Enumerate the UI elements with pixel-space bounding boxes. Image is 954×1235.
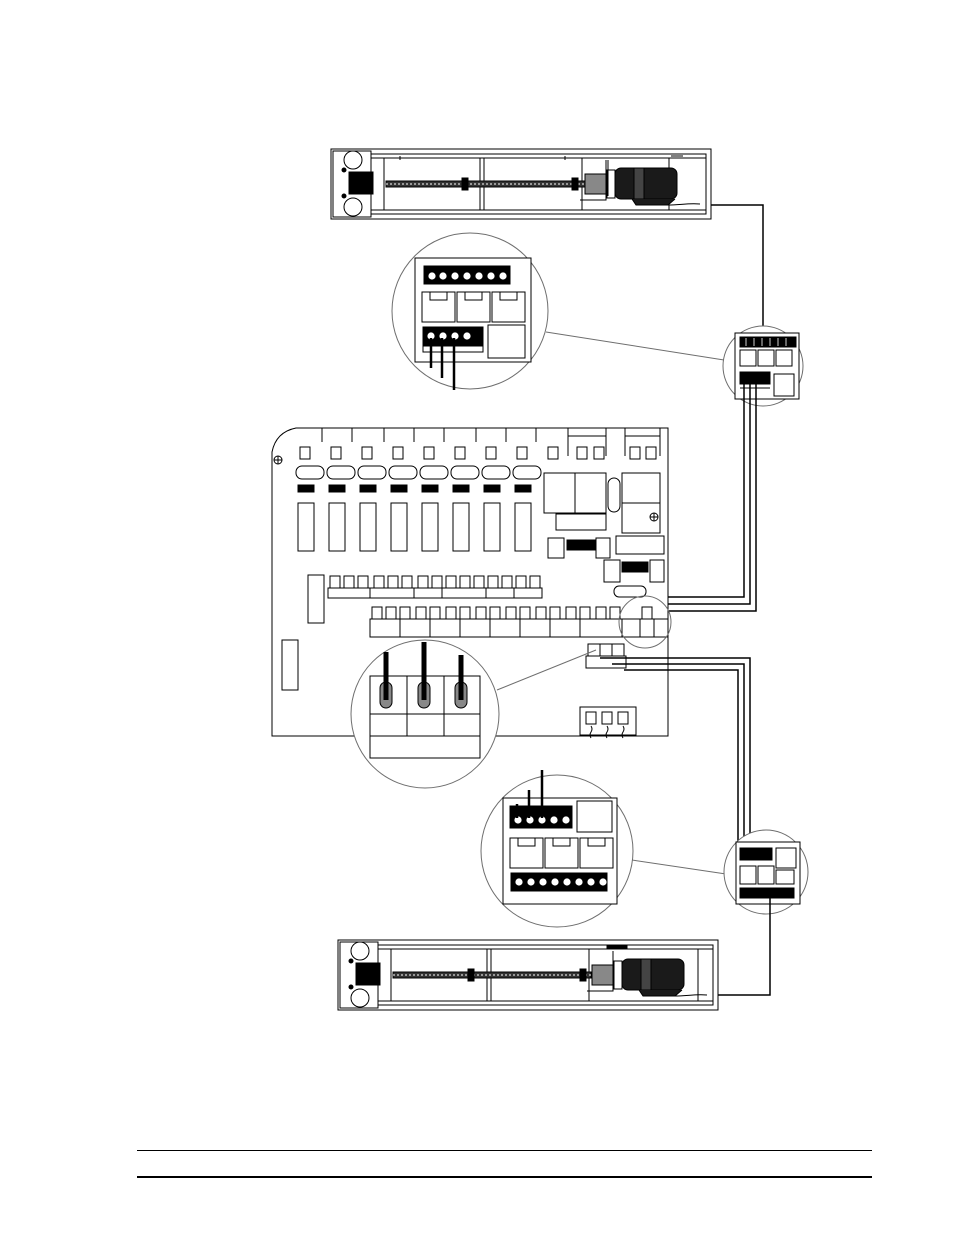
footer-rule-top <box>137 1150 872 1151</box>
footer-rule-bottom <box>137 1176 872 1178</box>
terminal-magnifier <box>351 640 499 788</box>
relay-module-top-small <box>723 326 803 406</box>
actuator-bottom <box>338 940 718 1010</box>
relay-module-top <box>392 233 548 390</box>
relay-module-bottom <box>481 770 633 927</box>
relay-module-bottom-small <box>724 830 808 914</box>
actuator-top <box>331 149 711 219</box>
